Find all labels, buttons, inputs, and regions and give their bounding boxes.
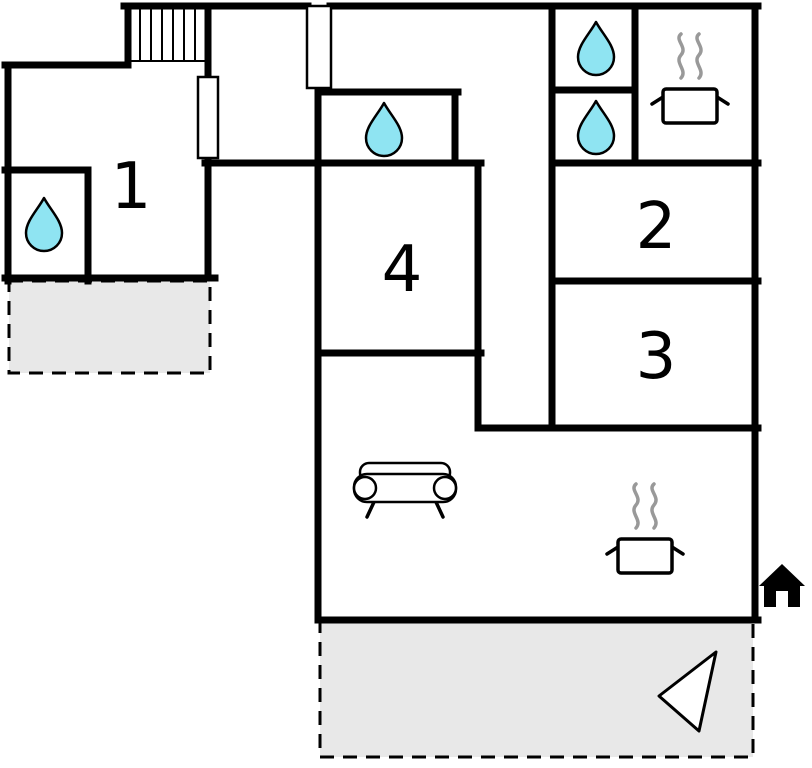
steam-lines bbox=[632, 482, 640, 530]
room-label-4: 4 bbox=[382, 233, 423, 307]
door-room1 bbox=[196, 75, 220, 160]
terrace-left bbox=[7, 279, 212, 375]
water-drop-icon bbox=[24, 196, 64, 253]
sofa-icon bbox=[352, 461, 458, 519]
north-arrow-icon bbox=[657, 650, 718, 733]
terrace-left-area bbox=[7, 279, 212, 375]
sofa-arm bbox=[352, 475, 378, 501]
stairs bbox=[131, 7, 205, 62]
water-drop-shape bbox=[364, 101, 404, 158]
room-label-3: 3 bbox=[636, 320, 677, 394]
stove-icon bbox=[605, 482, 685, 575]
sofa-legs bbox=[365, 500, 445, 519]
house-roof bbox=[759, 564, 805, 586]
house-icon bbox=[759, 564, 805, 607]
room-label-1: 1 bbox=[111, 150, 152, 224]
stove-icon bbox=[650, 32, 730, 125]
steam-lines bbox=[677, 32, 685, 80]
pot-handles bbox=[650, 95, 730, 106]
walls bbox=[1, 2, 762, 624]
room-label-2: 2 bbox=[636, 190, 677, 264]
house-door bbox=[776, 591, 788, 607]
door-hall bbox=[305, 4, 333, 90]
water-drop-shape bbox=[576, 99, 616, 156]
water-drop-shape bbox=[24, 196, 64, 253]
steam-lines bbox=[695, 32, 703, 80]
pot-body bbox=[661, 87, 719, 125]
water-drop-icon bbox=[364, 101, 404, 158]
water-drop-icon bbox=[576, 20, 616, 77]
water-drop-shape bbox=[576, 20, 616, 77]
pot-body bbox=[616, 537, 674, 575]
water-drop-icon bbox=[576, 99, 616, 156]
sofa-arm bbox=[432, 475, 458, 501]
steam-lines bbox=[650, 482, 658, 530]
pot-handles bbox=[605, 545, 685, 556]
